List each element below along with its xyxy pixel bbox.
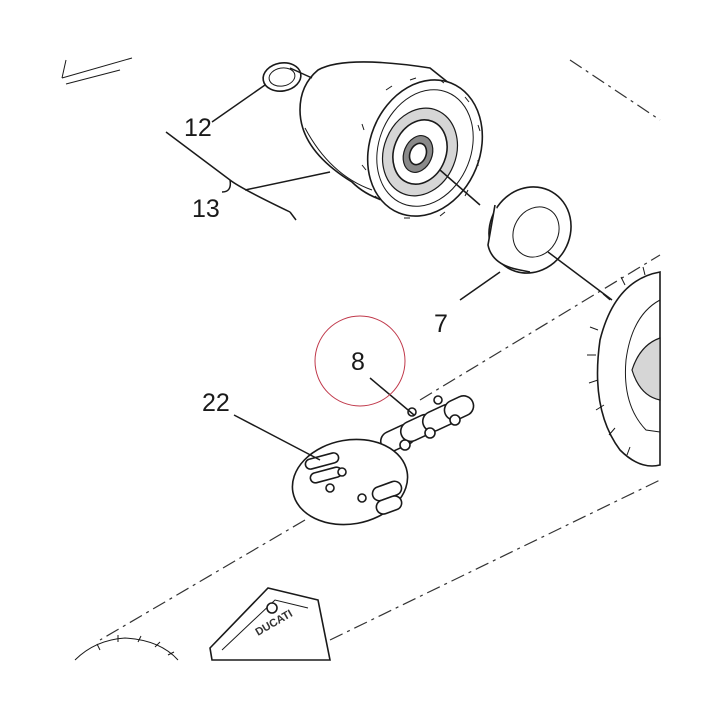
callout-8: 8 bbox=[351, 348, 365, 376]
frame-fragment bbox=[61, 57, 133, 85]
assembly-axis-lines bbox=[99, 59, 661, 641]
part-7-spacer bbox=[487, 186, 572, 274]
part-22-chain-link-kit bbox=[291, 438, 409, 526]
front-sprocket-fragment bbox=[74, 635, 179, 661]
callout-12: 12 bbox=[184, 114, 212, 142]
chain-guard: DUCATI bbox=[209, 587, 331, 661]
part-13-hub-assembly bbox=[299, 61, 484, 219]
part-8-chain bbox=[379, 395, 475, 453]
part-12-seal-ring bbox=[262, 62, 302, 92]
callout-22: 22 bbox=[202, 389, 230, 417]
leader-lines bbox=[165, 67, 613, 461]
callout-7: 7 bbox=[434, 310, 448, 338]
rear-sprocket bbox=[587, 266, 661, 467]
callout-13: 13 bbox=[192, 195, 220, 223]
callout-8-highlight-circle bbox=[314, 315, 406, 407]
